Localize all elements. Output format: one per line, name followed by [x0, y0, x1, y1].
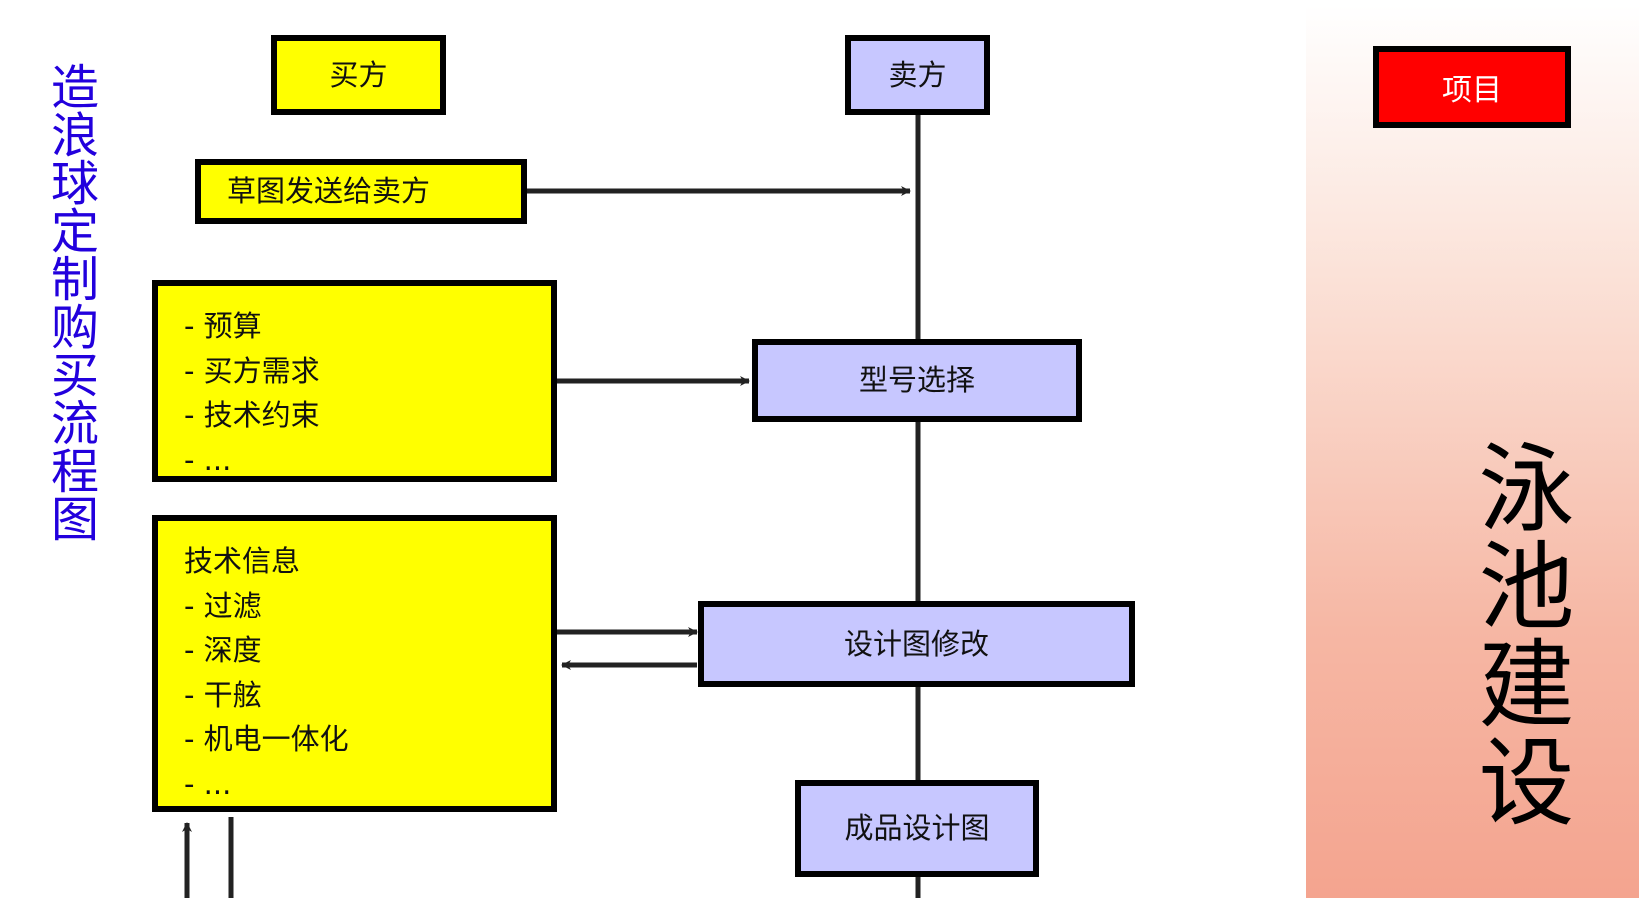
design-revision-box: 设计图修改 [698, 601, 1135, 687]
list-item: - 预算 [184, 309, 262, 343]
sketch-box: 草图发送给卖方 [195, 159, 527, 224]
buyer-header: 买方 [271, 35, 446, 115]
list-item: - ... [184, 766, 232, 801]
side-panel [1306, 5, 1639, 898]
section-heading: 泳池建设 [1462, 438, 1574, 830]
list-item: - 技术约束 [184, 398, 320, 432]
design-revision-label: 设计图修改 [843, 626, 989, 661]
model-selection-label: 型号选择 [858, 363, 975, 398]
project-badge: 项目 [1373, 46, 1571, 128]
list-item: 技术信息 [184, 544, 301, 578]
list-item: - 干舷 [184, 677, 262, 712]
buyer-label: 买方 [329, 57, 388, 92]
sketch-label: 草图发送给卖方 [227, 174, 431, 209]
list-item: - 过滤 [184, 588, 262, 623]
seller-header: 卖方 [845, 35, 990, 115]
diagram-title: 造浪球定制购买流程图 [42, 62, 98, 542]
list-item: - 深度 [184, 633, 262, 667]
list-item: - 买方需求 [184, 353, 320, 388]
list-item: - ... [184, 442, 232, 477]
final-design-label: 成品设计图 [844, 811, 990, 846]
tech-info-box: 技术信息 - 过滤 - 深度 - 干舷 - 机电一体化 - ... [152, 515, 557, 812]
final-design-box: 成品设计图 [795, 780, 1039, 877]
seller-label: 卖方 [888, 57, 947, 92]
list-item: - 机电一体化 [184, 722, 349, 756]
model-selection-box: 型号选择 [752, 339, 1082, 422]
requirements-box: - 预算 - 买方需求 - 技术约束 - ... [152, 280, 557, 482]
